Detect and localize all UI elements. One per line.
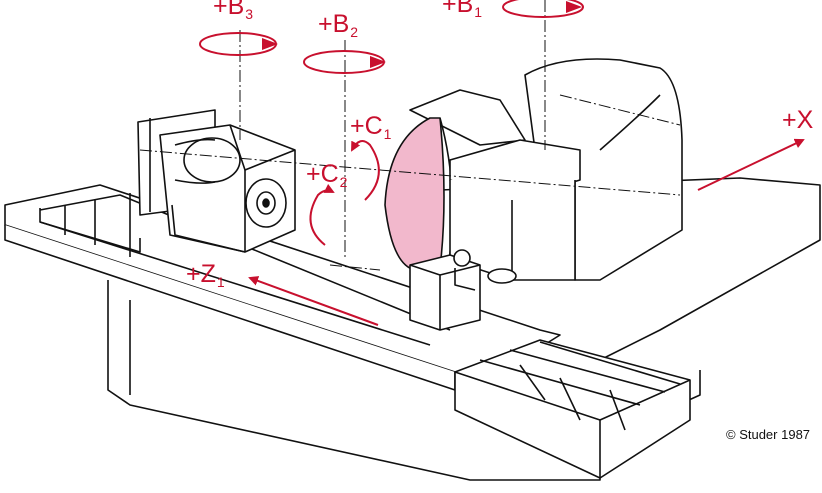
axis-index: 2 xyxy=(339,174,348,190)
axis-sign: + xyxy=(318,10,333,38)
axis-letter: X xyxy=(796,106,814,134)
copyright-note: © Studer 1987 xyxy=(726,427,811,442)
axis-label-z1: +Z1 xyxy=(186,260,225,290)
wheel-guard xyxy=(409,89,526,146)
axis-label-x: +X xyxy=(782,108,814,135)
axis-sign: + xyxy=(306,160,321,188)
right-table xyxy=(454,339,691,479)
axis-index: 1 xyxy=(474,4,483,20)
axis-arrow-z1 xyxy=(248,276,379,326)
grinding-wheel xyxy=(384,117,445,271)
tailstock xyxy=(409,254,481,331)
axis-letter: Z xyxy=(200,260,216,288)
axis-index: 1 xyxy=(216,274,225,290)
axis-label-b1: +B1 xyxy=(442,0,482,19)
axis-index: 3 xyxy=(245,6,254,22)
axis-label-c2: +C2 xyxy=(306,160,348,190)
axis-sign: + xyxy=(442,0,457,18)
axis-sign: + xyxy=(350,112,365,140)
wheelhead xyxy=(524,58,683,281)
axis-arrow-x xyxy=(697,138,805,191)
axis-label-c1: +C1 xyxy=(350,112,392,142)
rotation-arrow-b1 xyxy=(502,0,584,18)
axis-index: 2 xyxy=(350,24,359,40)
axis-label-b3: +B3 xyxy=(213,0,253,21)
axis-letter: C xyxy=(320,160,339,188)
rotation-arrow-c1 xyxy=(351,140,380,201)
axis-sign: + xyxy=(782,106,797,134)
axis-index: 1 xyxy=(383,126,392,142)
axis-letter: C xyxy=(364,112,383,140)
axis-sign: + xyxy=(186,260,201,288)
axis-sign: + xyxy=(213,0,228,20)
axis-label-b2: +B2 xyxy=(318,10,359,40)
axis-letter: B xyxy=(227,0,245,20)
axis-letter: B xyxy=(332,10,350,38)
axis-letter: B xyxy=(456,0,474,18)
rotation-arrow-c2 xyxy=(309,183,335,246)
